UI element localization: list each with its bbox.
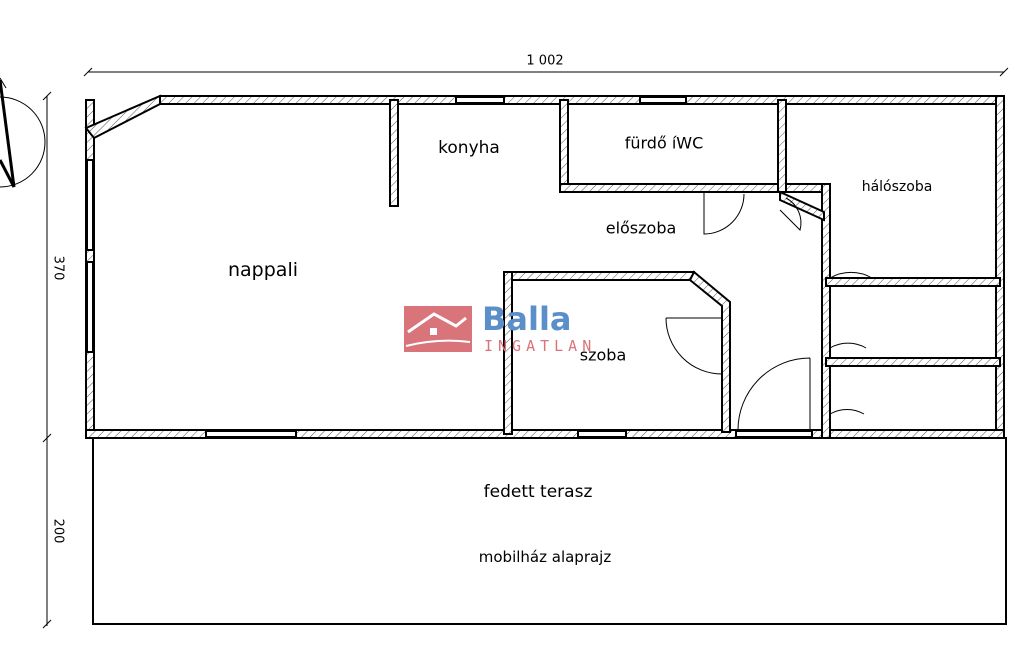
dimension-depth: [42, 91, 52, 629]
north-arrow-icon: [0, 77, 46, 188]
dimension-terrace-depth-label: 200: [50, 518, 66, 544]
logo-brand: Balla: [482, 300, 572, 338]
house-logo-icon: [404, 306, 472, 352]
dimension-width: [83, 67, 1009, 77]
terrace-outline: [92, 437, 1007, 625]
outer-walls: [84, 94, 1005, 439]
room-label-eloszoba: előszoba: [605, 218, 677, 238]
dimension-house-depth-label: 370: [50, 255, 66, 281]
door-swings: [665, 192, 873, 431]
room-label-terasz: fedett terasz: [483, 482, 593, 502]
interior-walls: [389, 99, 1001, 439]
balla-ingatlan-logo: Balla INGATLAN: [404, 300, 624, 355]
logo-sub: INGATLAN: [484, 337, 597, 355]
room-label-szoba: szoba: [579, 345, 627, 365]
room-label-konyha: konyha: [438, 138, 500, 158]
room-label-haloszoba: hálószoba: [861, 179, 933, 195]
room-label-nappali: nappali: [227, 259, 299, 281]
room-label-furdo: fürdő íWC: [624, 133, 704, 153]
dimension-width-label: 1 002: [526, 53, 564, 69]
plan-title: mobilház alaprajz: [478, 548, 612, 566]
